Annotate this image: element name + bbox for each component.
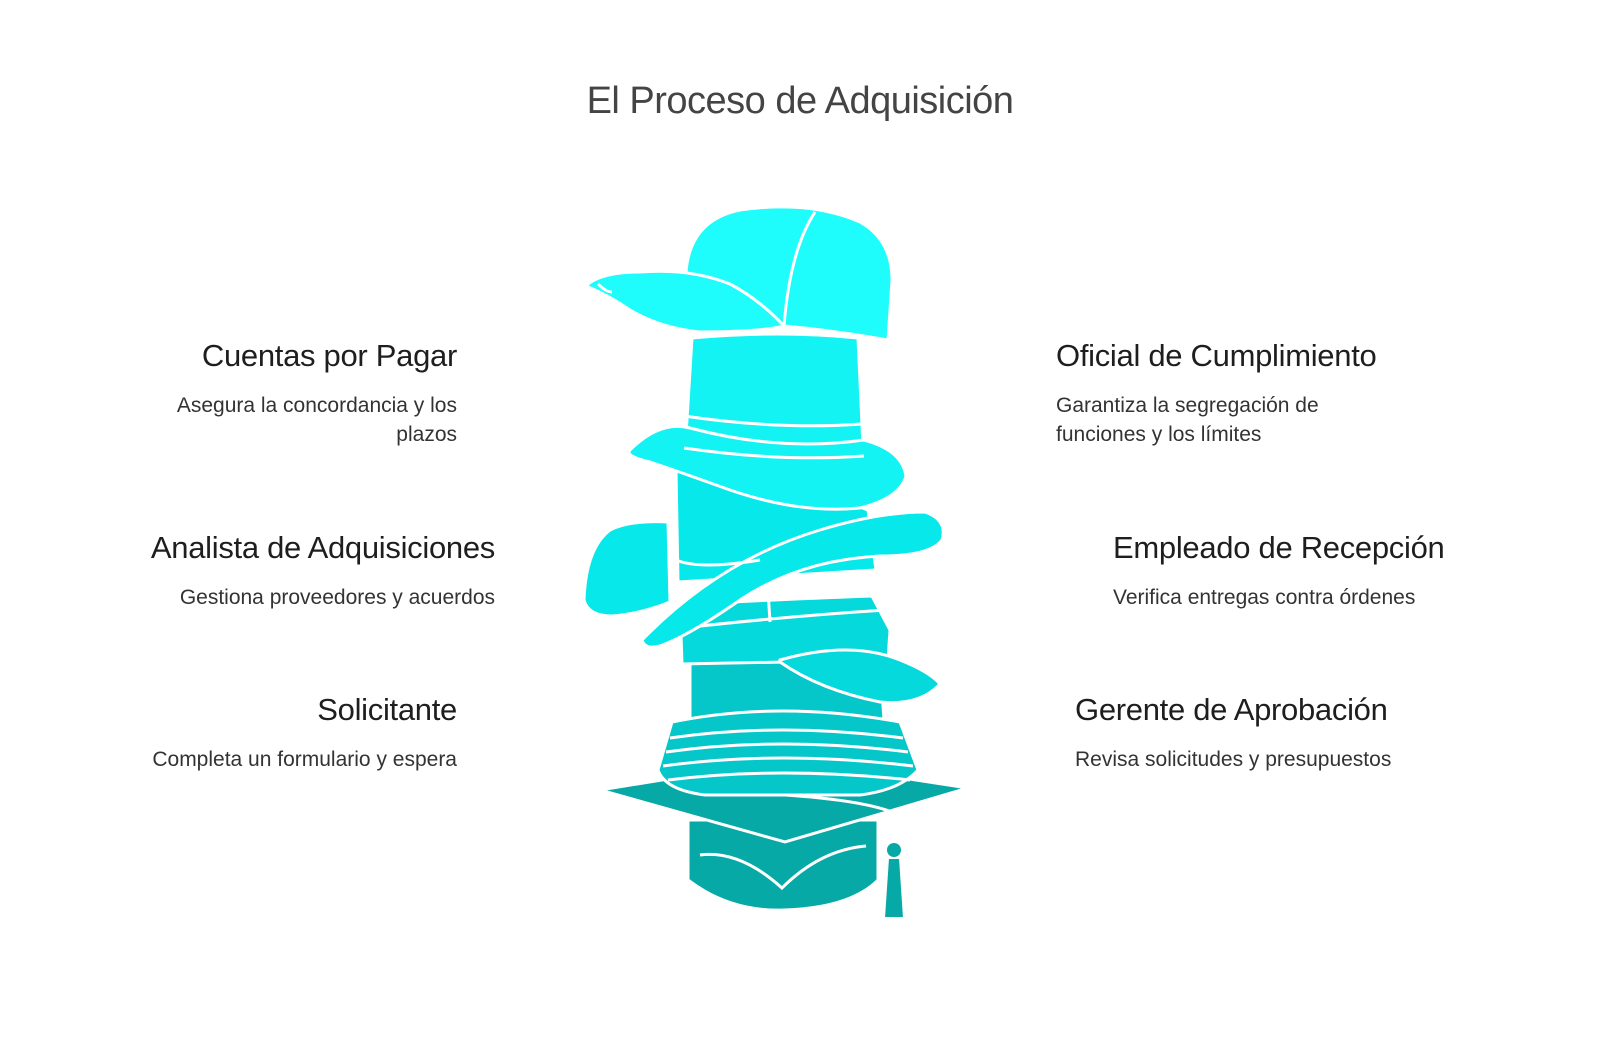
top-hat-icon bbox=[627, 332, 908, 511]
role-description: Verifica entregas contra órdenes bbox=[1113, 586, 1416, 609]
role-title: Gerente de Aprobación bbox=[1075, 692, 1388, 727]
role-accounts-payable: Cuentas por Pagar Asegura la concordanci… bbox=[37, 337, 457, 449]
hat-stack-illustration bbox=[560, 190, 1020, 950]
role-procurement-analyst: Analista de Adquisiciones Gestiona prove… bbox=[75, 529, 495, 612]
role-compliance-officer: Oficial de Cumplimiento Garantiza la seg… bbox=[1056, 337, 1476, 449]
role-approval-manager: Gerente de Aprobación Revisa solicitudes… bbox=[1075, 691, 1495, 774]
role-receiving-clerk: Empleado de Recepción Verifica entregas … bbox=[1113, 529, 1533, 612]
role-description: Revisa solicitudes y presupuestos bbox=[1075, 748, 1392, 771]
baseball-cap-icon bbox=[583, 205, 894, 342]
role-requester: Solicitante Completa un formulario y esp… bbox=[37, 691, 457, 774]
role-title: Empleado de Recepción bbox=[1113, 530, 1445, 565]
page-title: El Proceso de Adquisición bbox=[586, 80, 1014, 122]
role-description: Garantiza la segregación de funciones y … bbox=[1056, 394, 1319, 446]
role-description: Gestiona proveedores y acuerdos bbox=[179, 586, 495, 609]
role-description: Completa un formulario y espera bbox=[152, 748, 457, 771]
role-description: Asegura la concordancia y los plazos bbox=[176, 394, 457, 446]
visor-cap-icon bbox=[678, 589, 942, 705]
role-title: Cuentas por Pagar bbox=[201, 338, 457, 373]
role-title: Analista de Adquisiciones bbox=[150, 530, 495, 565]
role-title: Oficial de Cumplimiento bbox=[1056, 338, 1377, 373]
role-title: Solicitante bbox=[317, 692, 457, 727]
